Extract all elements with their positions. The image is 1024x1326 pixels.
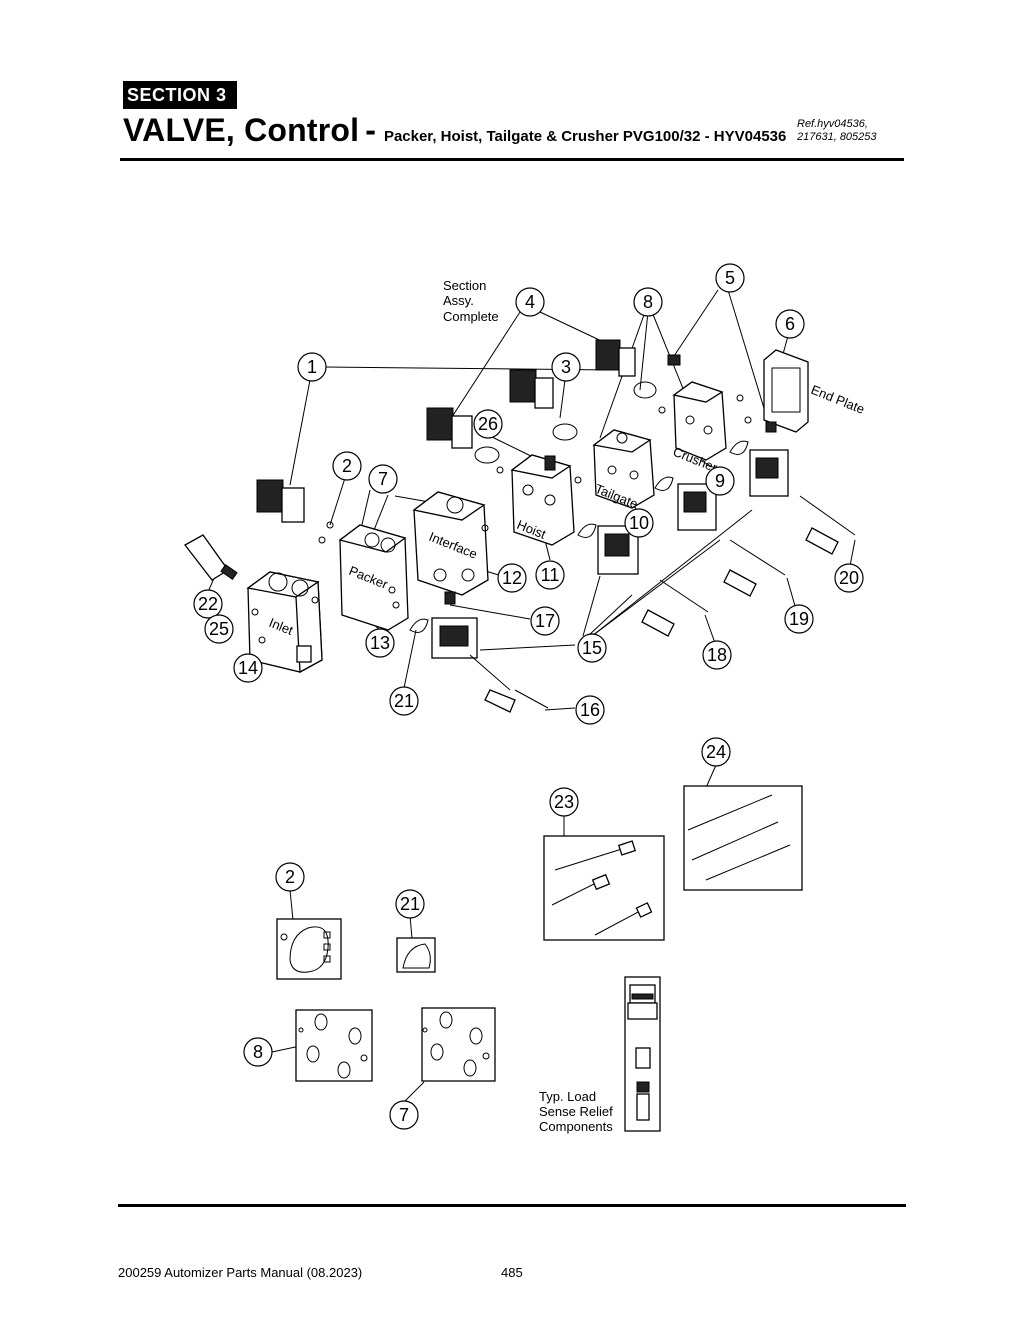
callout-9: 9 [705, 466, 735, 496]
footer-rule [118, 1204, 906, 1207]
lever-actuators [431, 449, 856, 713]
callout-15: 15 [577, 633, 607, 663]
kit-box-load-sense [624, 976, 661, 1132]
svg-text:12: 12 [502, 568, 522, 588]
svg-text:26: 26 [478, 414, 498, 434]
section-tag: SECTION 3 [123, 81, 237, 109]
callout-4: 4 [515, 287, 545, 317]
crusher-section [672, 381, 727, 461]
label-load-sense-3: Components [539, 1119, 613, 1134]
svg-text:1: 1 [307, 357, 317, 377]
packer-section [338, 524, 409, 631]
callout-kit-8: 8 [243, 1037, 273, 1067]
inlet-section [246, 571, 323, 674]
title-dash: - [365, 112, 376, 148]
svg-text:9: 9 [715, 471, 725, 491]
callout-1: 1 [297, 352, 327, 382]
kit-box-2 [276, 918, 342, 980]
svg-text:2: 2 [285, 867, 295, 887]
callout-kit-7: 7 [389, 1100, 419, 1130]
svg-text:19: 19 [789, 609, 809, 629]
svg-text:21: 21 [400, 894, 420, 914]
callout-17: 17 [530, 606, 560, 636]
callout-kit-2: 2 [275, 862, 305, 892]
svg-text:20: 20 [839, 568, 859, 588]
label-end-plate: End Plate [809, 382, 867, 417]
kit-box-21 [396, 937, 436, 973]
callout-24: 24 [701, 737, 731, 767]
callout-19: 19 [784, 604, 814, 634]
callout-10: 10 [624, 508, 654, 538]
svg-text:4: 4 [525, 292, 535, 312]
svg-text:7: 7 [399, 1105, 409, 1125]
callout-21: 21 [389, 686, 419, 716]
callout-kit-21: 21 [395, 889, 425, 919]
hoist-section [510, 454, 575, 546]
callout-14: 14 [233, 653, 263, 683]
callout-2: 2 [332, 451, 362, 481]
svg-text:24: 24 [706, 742, 726, 762]
page-title: VALVE, Control-Packer, Hoist, Tailgate &… [123, 112, 786, 149]
svg-text:22: 22 [198, 594, 218, 614]
reference-numbers: Ref.hyv04536, 217631, 805253 [797, 118, 877, 143]
callout-12: 12 [497, 563, 527, 593]
label-load-sense-2: Sense Relief [539, 1104, 613, 1119]
footer-manual-title: 200259 Automizer Parts Manual (08.2023) [118, 1265, 363, 1280]
kit-box-24 [683, 785, 803, 891]
svg-text:21: 21 [394, 691, 414, 711]
svg-text:8: 8 [253, 1042, 263, 1062]
tailgate-section [592, 429, 655, 509]
callout-22: 22 [193, 589, 223, 619]
svg-text:16: 16 [580, 700, 600, 720]
svg-text:11: 11 [541, 565, 560, 585]
svg-text:25: 25 [209, 619, 229, 639]
svg-text:6: 6 [785, 314, 795, 334]
kit-box-7 [421, 1007, 496, 1082]
kit-box-8 [295, 1009, 373, 1082]
title-subtitle: Packer, Hoist, Tailgate & Crusher PVG100… [383, 128, 787, 145]
svg-text:23: 23 [554, 792, 574, 812]
header-rule [120, 158, 904, 161]
callout-18: 18 [702, 640, 732, 670]
callout-23: 23 [549, 787, 579, 817]
callout-11: 11 [535, 560, 565, 590]
kit-box-23 [543, 835, 665, 941]
svg-text:18: 18 [707, 645, 727, 665]
title-main: VALVE, Control [123, 112, 360, 148]
svg-text:13: 13 [370, 633, 390, 653]
svg-text:7: 7 [378, 469, 388, 489]
svg-text:10: 10 [629, 513, 649, 533]
end-plate [763, 349, 809, 433]
interface-section [412, 491, 489, 596]
svg-text:17: 17 [535, 611, 555, 631]
label-section-assy-2: Assy. [443, 293, 474, 308]
svg-text:5: 5 [725, 268, 735, 288]
svg-text:8: 8 [643, 292, 653, 312]
leader-lines [207, 289, 856, 1103]
svg-text:2: 2 [342, 456, 352, 476]
svg-text:3: 3 [561, 357, 571, 377]
callout-25: 25 [204, 614, 234, 644]
callout-5: 5 [715, 263, 745, 293]
relief-cartridge [184, 534, 238, 581]
label-load-sense-1: Typ. Load [539, 1089, 596, 1104]
callout-3: 3 [551, 352, 581, 382]
callout-16: 16 [575, 695, 605, 725]
solenoid-actuators [256, 339, 636, 523]
callout-20: 20 [834, 563, 864, 593]
label-section-assy-1: Section [443, 278, 486, 293]
label-section-assy-3: Complete [443, 309, 499, 324]
callouts: 1 2 3 4 5 6 7 8 9 10 11 12 13 14 15 16 1… [193, 263, 864, 1130]
callout-26: 26 [473, 409, 503, 439]
svg-text:15: 15 [582, 638, 602, 658]
svg-text:14: 14 [238, 658, 258, 678]
callout-8: 8 [633, 287, 663, 317]
callout-7: 7 [368, 464, 398, 494]
callout-13: 13 [365, 628, 395, 658]
seals-and-orings [311, 354, 777, 633]
page-number: 485 [501, 1265, 523, 1280]
callout-6: 6 [775, 309, 805, 339]
